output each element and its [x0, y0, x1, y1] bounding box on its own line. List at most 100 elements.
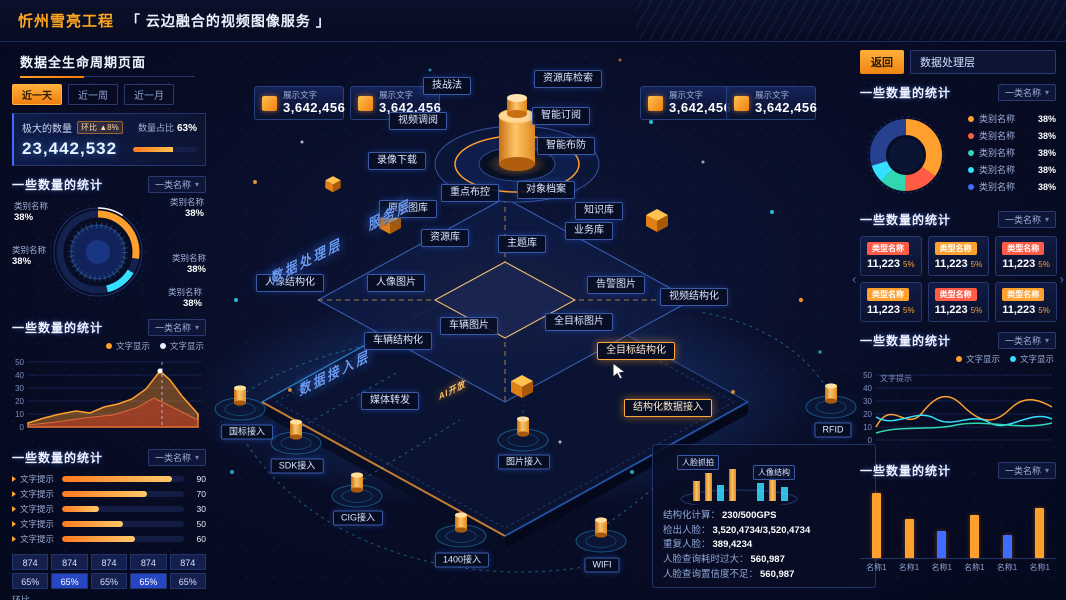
- category-select-value: 一类名称: [154, 179, 191, 190]
- category-select[interactable]: 一类名称: [997, 210, 1056, 228]
- category-select[interactable]: 一类名称: [147, 175, 206, 193]
- right-panel-lines: 一些数量的统计 一类名称 文字显示 文字显示 50 40 30 20 10 0 …: [860, 331, 1056, 452]
- table-cell: 65%: [51, 573, 88, 589]
- layer-label: 数据接入层: [296, 347, 372, 399]
- bullet-icon: [12, 475, 16, 482]
- legend-item[interactable]: 文字显示: [955, 353, 1000, 365]
- legend-item[interactable]: 文字显示: [159, 340, 204, 352]
- graph-node[interactable]: 国标接入: [220, 424, 274, 440]
- graph-node[interactable]: 车辆结构化: [364, 332, 432, 350]
- hbar-fill: [62, 520, 123, 527]
- graph-node[interactable]: 视频调阅: [389, 112, 447, 130]
- header-stripes-decoration: [636, 0, 1066, 41]
- back-button[interactable]: 返回: [860, 50, 904, 74]
- tab-1month[interactable]: 近一月: [124, 84, 174, 105]
- graph-node[interactable]: 视频结构化: [660, 288, 728, 306]
- prev-arrow-icon[interactable]: [852, 273, 856, 286]
- legend-item[interactable]: 文字显示: [1009, 353, 1054, 365]
- category-select[interactable]: 一类名称: [147, 448, 206, 466]
- bullet-icon: [12, 535, 16, 542]
- bullet-icon: [12, 490, 16, 497]
- graph-node[interactable]: 技战法: [423, 77, 471, 95]
- graph-node[interactable]: SDK接入: [270, 458, 324, 474]
- legend-dot: [955, 356, 962, 362]
- legend-dot: [159, 343, 166, 349]
- graph-node[interactable]: 媒体转发: [361, 392, 419, 410]
- layer-selector[interactable]: 数据处理层: [910, 50, 1056, 74]
- graph-node[interactable]: 人像图片: [367, 274, 425, 292]
- graph-node[interactable]: 车辆图片: [440, 317, 498, 335]
- mini-flag: 人像结构: [753, 465, 795, 480]
- graph-node[interactable]: 智能订阅: [532, 107, 590, 125]
- app-header: 忻州雪亮工程 「 云边融合的视频图像服务 」: [0, 0, 1066, 42]
- graph-node[interactable]: WIFI: [584, 557, 620, 573]
- graph-node[interactable]: CIG接入: [332, 510, 384, 526]
- graph-node[interactable]: 1400接入: [434, 552, 490, 568]
- kpi-progress-fill: [133, 146, 174, 152]
- graph-node[interactable]: 业务库: [565, 222, 613, 240]
- graph-node-highlight[interactable]: 结构化数据接入: [624, 399, 712, 417]
- graph-node-selected[interactable]: 全目标结构化: [597, 342, 675, 360]
- graph-node[interactable]: 主题库: [498, 235, 546, 253]
- bullet-icon: [12, 520, 16, 527]
- graph-node[interactable]: 告警图片: [587, 276, 645, 294]
- panel-header: 一些数量的统计 一类名称: [12, 318, 206, 336]
- graph-node[interactable]: 智能布防: [537, 137, 595, 155]
- panel-title: 一些数量的统计: [860, 463, 952, 478]
- graph-node[interactable]: 资源库: [421, 229, 469, 247]
- bar-label: 名称1: [964, 563, 985, 572]
- graph-node[interactable]: 知识库: [575, 202, 623, 220]
- graph-node[interactable]: 图片接入: [497, 454, 551, 470]
- table-cell: 874: [130, 554, 167, 570]
- category-select-value: 一类名称: [154, 322, 191, 333]
- info-row: 人脸查询耗时过大：560,987: [663, 554, 785, 566]
- bar: [937, 531, 947, 558]
- category-select[interactable]: 一类名称: [997, 83, 1056, 101]
- face-stats-panel: 人脸抓拍 人像结构 结构化计算：230/500GPS 检出人脸：3,520,47…: [652, 444, 876, 588]
- graph-node[interactable]: 资源库检索: [534, 70, 602, 88]
- graph-node[interactable]: 录像下载: [368, 152, 426, 170]
- bar-labels: 名称1 名称1 名称1 名称1 名称1 名称1: [860, 562, 1056, 573]
- category-select[interactable]: 一类名称: [147, 318, 206, 336]
- legend-dot: [968, 115, 974, 122]
- particles: [230, 58, 822, 474]
- graph-node[interactable]: 对象档案: [517, 181, 575, 199]
- graph-node[interactable]: 重点布控: [441, 184, 499, 202]
- tab-1week[interactable]: 近一周: [68, 84, 118, 105]
- tab-1day[interactable]: 近一天: [12, 84, 62, 105]
- mouse-cursor-icon: [612, 362, 627, 380]
- graph-node[interactable]: 全目标图片: [545, 313, 613, 331]
- svg-text:30: 30: [863, 397, 872, 406]
- hbar-track: [62, 475, 184, 482]
- next-arrow-icon[interactable]: [1060, 273, 1064, 286]
- graph-node[interactable]: RFID: [814, 422, 852, 438]
- svg-text:40: 40: [15, 371, 24, 380]
- hbar-track: [62, 535, 184, 542]
- legend-item[interactable]: 文字显示: [105, 340, 150, 352]
- bar-label: 名称1: [898, 563, 920, 572]
- donut-chart-svg: [867, 116, 945, 194]
- category-select[interactable]: 一类名称: [997, 331, 1056, 349]
- tab-page[interactable]: 数据全生命周期页面: [20, 52, 196, 78]
- category-select[interactable]: 一类名称: [997, 461, 1056, 479]
- category-select-value: 一类名称: [1004, 87, 1041, 98]
